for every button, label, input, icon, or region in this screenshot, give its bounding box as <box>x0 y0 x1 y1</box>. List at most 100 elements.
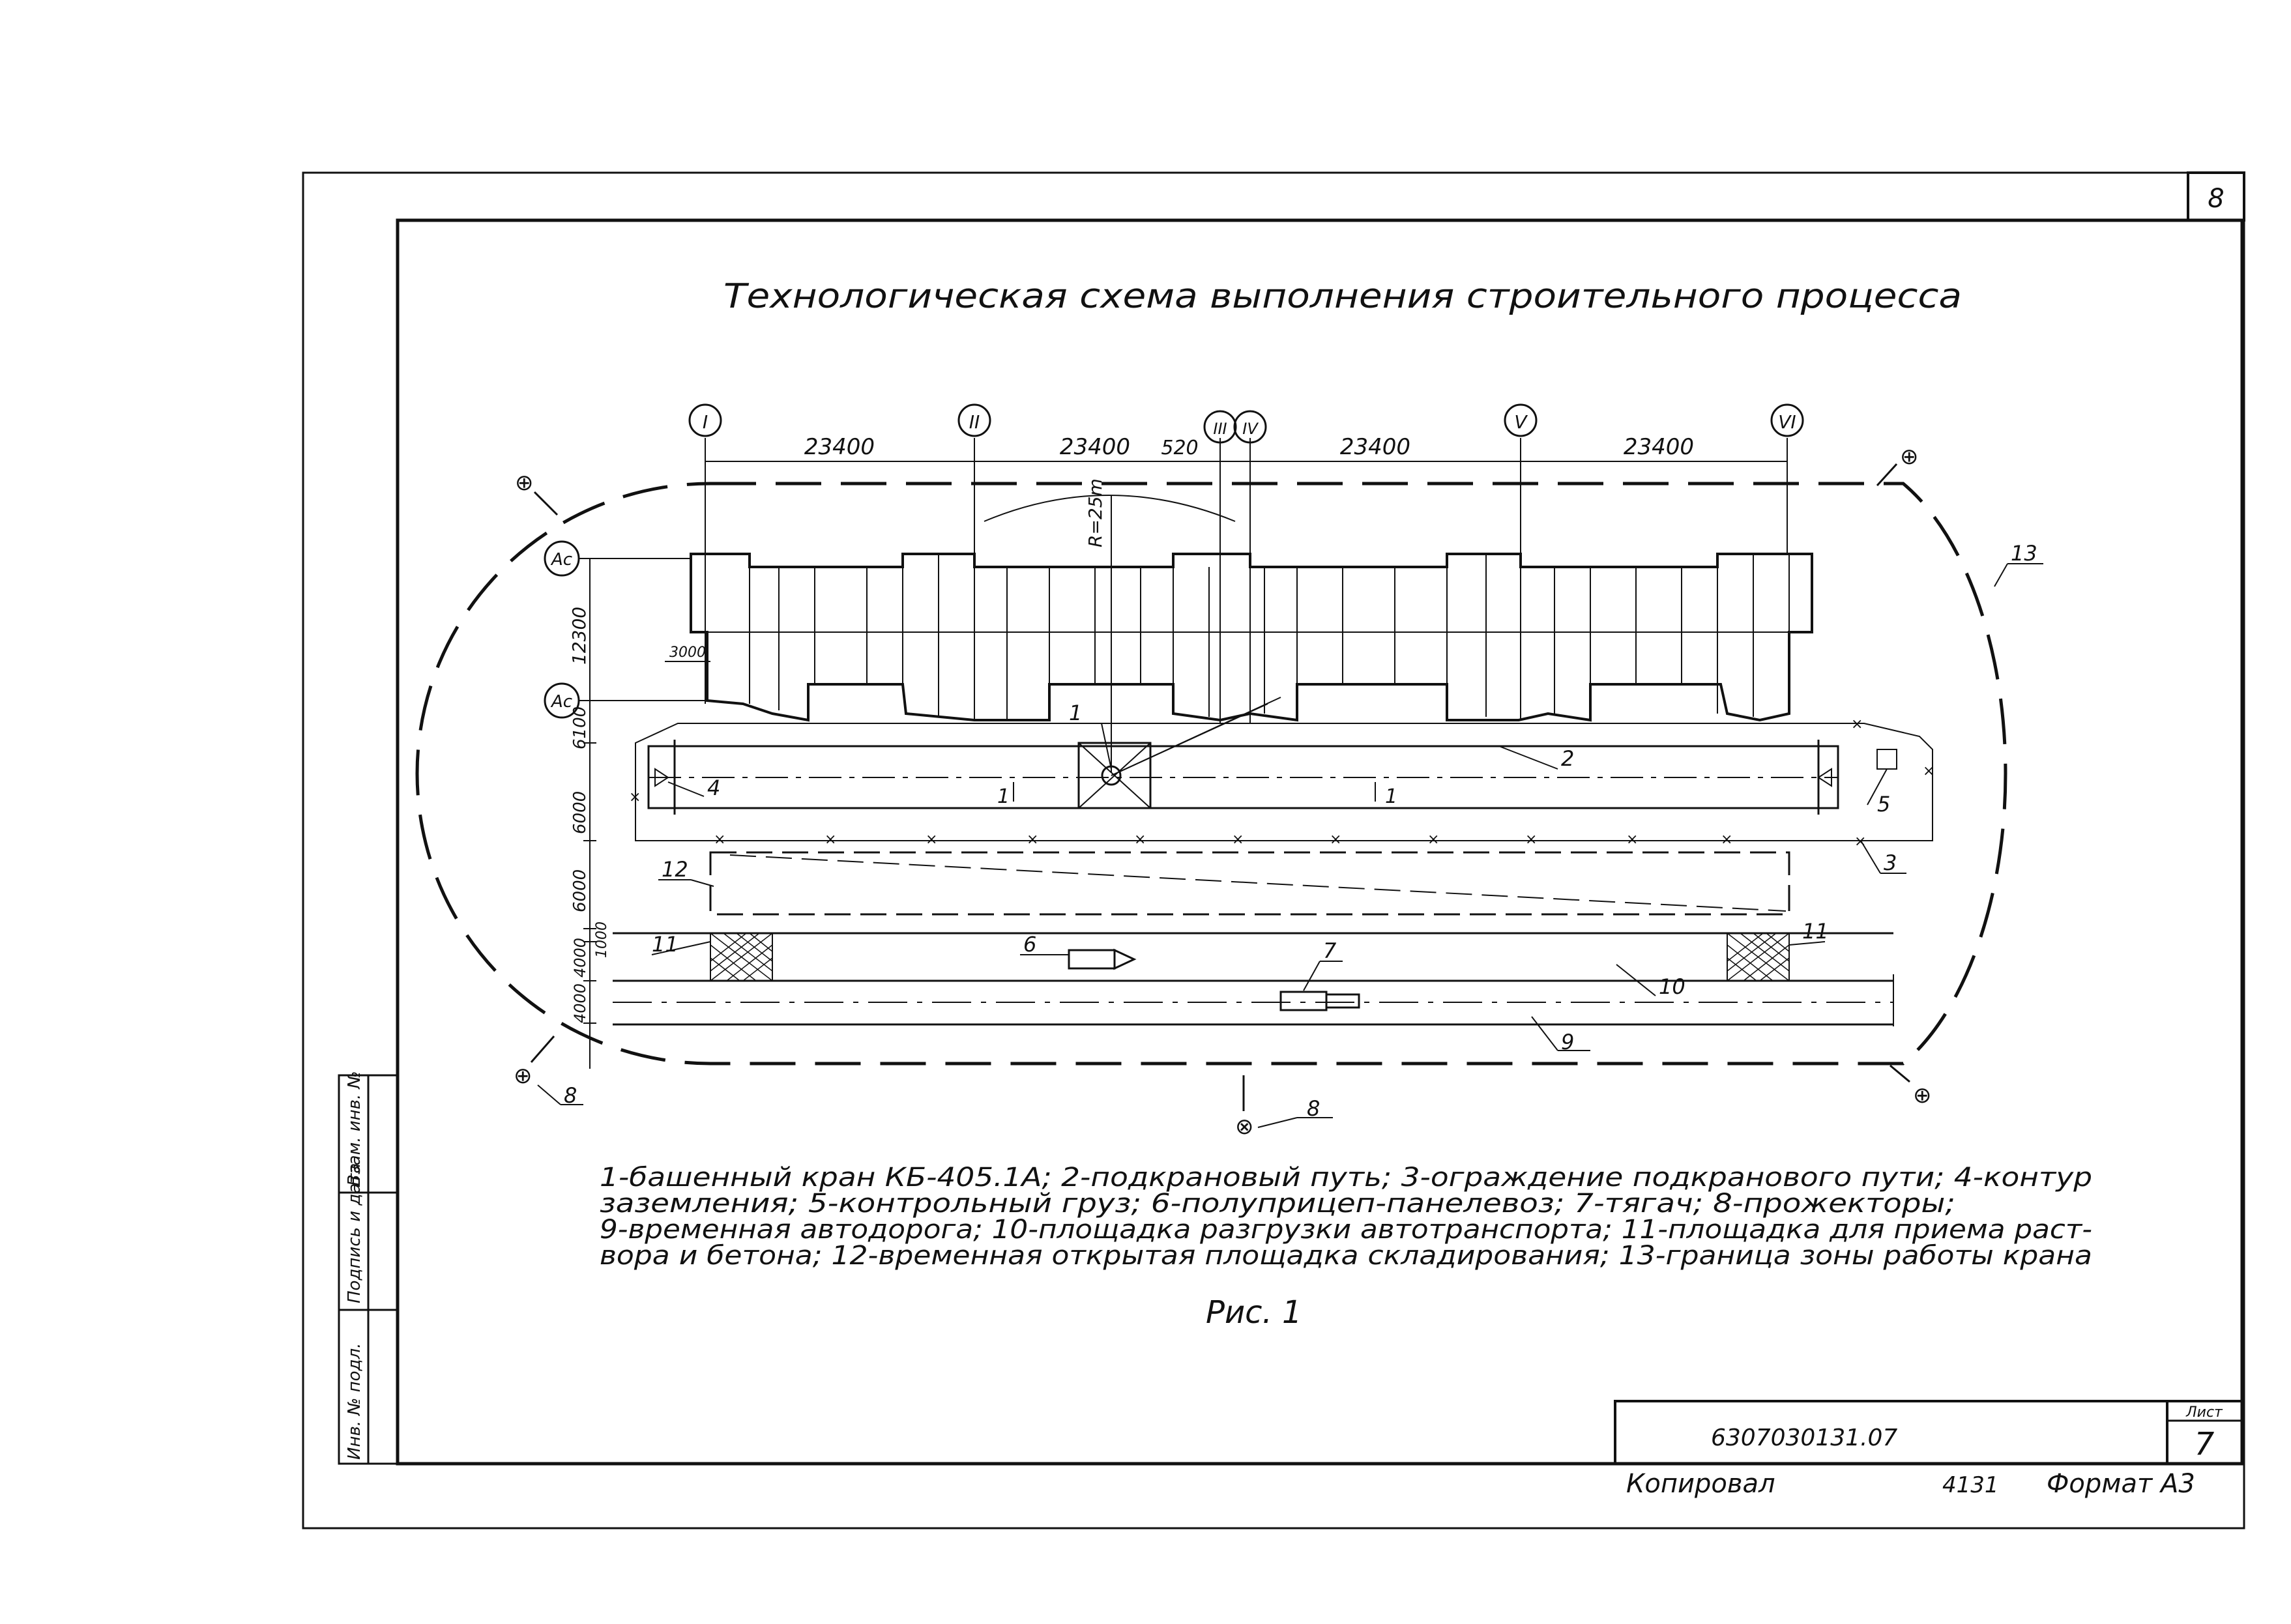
callout-13: 13 <box>2011 541 2037 566</box>
svg-text:×: × <box>1134 832 1146 848</box>
callout-12: 12 <box>662 857 688 882</box>
dim-axis-3-4: 520 <box>1161 437 1198 459</box>
radius-label: R=25m <box>1085 478 1106 547</box>
callout-3: 3 <box>1884 850 1897 875</box>
roads <box>613 932 1894 1026</box>
dim-axis-1-2: 23400 <box>804 434 875 460</box>
callout-9: 9 <box>1561 1030 1574 1054</box>
svg-text:×: × <box>1721 832 1732 848</box>
axis-label-1: I <box>703 411 708 433</box>
side-stamp-replace: Взам. инв. № <box>345 1071 364 1186</box>
sheet-number: 8 <box>2208 184 2224 214</box>
svg-text:⊕: ⊕ <box>1913 1082 1932 1109</box>
legend-line-1: 1-башенный кран КБ-405.1А; 2-подкрановый… <box>600 1163 2092 1193</box>
svg-text:×: × <box>1626 832 1638 848</box>
axis-lines <box>705 438 1788 723</box>
svg-text:×: × <box>824 832 836 848</box>
svg-text:⊗: ⊗ <box>1235 1114 1254 1140</box>
svg-text:×: × <box>629 789 641 805</box>
axis-markers: I II III IV V VI <box>688 403 1804 444</box>
axis-label-2: II <box>969 411 980 433</box>
dim-v-6000-b: 6000 <box>570 869 590 912</box>
callout-6: 6 <box>1023 932 1036 957</box>
figure-caption: Рис. 1 <box>1206 1294 1302 1331</box>
footer: Копировал 4131 Формат А3 <box>1626 1469 2195 1499</box>
svg-text:×: × <box>714 832 725 848</box>
svg-text:×: × <box>1923 763 1934 779</box>
footer-copied-by: Копировал <box>1626 1469 1775 1499</box>
dim-v-12300: 12300 <box>568 607 590 665</box>
dim-3000: 3000 <box>669 645 706 661</box>
callout-5: 5 <box>1877 792 1890 817</box>
axis-label-6: VI <box>1778 411 1796 433</box>
callout-2: 2 <box>1561 746 1574 771</box>
footer-format: Формат А3 <box>2047 1469 2195 1499</box>
callout-11a: 11 <box>652 932 679 957</box>
svg-text:×: × <box>1232 832 1244 848</box>
dim-v-4000-b: 4000 <box>571 983 589 1023</box>
footer-order-number: 4131 <box>1942 1472 1999 1498</box>
drawing-title: Технологическая схема выполнения строите… <box>723 277 1962 316</box>
top-dimension-line: 23400 23400 520 23400 23400 <box>705 434 1787 462</box>
dimension-3000: 3000 <box>665 645 710 662</box>
vertical-dimension-chain: 12300 6100 6000 6000 1000 4000 4000 <box>568 558 610 1069</box>
callout-8b: 8 <box>1307 1096 1320 1121</box>
legend-line-4: вора и бетона; 12-временная открытая пло… <box>600 1241 2092 1271</box>
legend-line-2: заземления; 5-контрольный груз; 6-полупр… <box>600 1189 1955 1219</box>
row-axis-bottom: Ас <box>550 692 572 712</box>
dim-v-1000: 1000 <box>594 921 610 958</box>
callouts: 1 2 3 4 5 6 7 8 8 9 10 11 11 12 13 <box>537 541 2043 1128</box>
section-mark-left: 1 <box>997 785 1010 808</box>
callout-8a: 8 <box>564 1083 577 1108</box>
sheet-value: 7 <box>2195 1426 2215 1462</box>
control-load <box>1876 749 1897 770</box>
row-axes: Ас Ас <box>544 540 707 719</box>
row-axis-top: Ас <box>550 550 572 570</box>
dim-axis-4-5: 23400 <box>1340 434 1410 460</box>
storage-area <box>709 851 1790 916</box>
crane-radius-arc <box>984 495 1236 522</box>
dim-v-4000-a: 4000 <box>571 938 589 978</box>
svg-text:⊕: ⊕ <box>514 1063 533 1089</box>
dim-axis-5-6: 23400 <box>1624 434 1694 460</box>
fence-marks: ×× ×× ×× ×× ×× ×× ×× × <box>629 716 1934 850</box>
crane-track <box>647 740 1839 815</box>
floodlights: ⊕ ⊕ ⊕ ⊕ ⊗ <box>514 444 1932 1140</box>
axis-label-3: III <box>1213 420 1227 438</box>
crane-track-fence <box>635 723 1933 841</box>
legend: 1-башенный кран КБ-405.1А; 2-подкрановый… <box>600 1163 2092 1271</box>
svg-text:×: × <box>926 832 937 848</box>
legend-line-3: 9-временная автодорога; 10-площадка разг… <box>600 1215 2092 1245</box>
callout-7: 7 <box>1323 938 1337 963</box>
concrete-platforms <box>710 933 1790 981</box>
dim-v-6000-a: 6000 <box>570 791 590 834</box>
outer-border <box>302 171 2245 1530</box>
side-stamp-sign: Подпись и дата <box>345 1163 364 1303</box>
axis-label-4: IV <box>1242 420 1259 438</box>
svg-text:×: × <box>1027 832 1038 848</box>
side-stamp-inv: Инв. № подл. <box>345 1343 364 1460</box>
axis-label-5: V <box>1514 411 1528 433</box>
callout-11b: 11 <box>1802 919 1829 944</box>
semi-trailer <box>1068 948 1137 970</box>
callout-10: 10 <box>1659 974 1685 999</box>
document-code: 6307030131.07 <box>1711 1425 1897 1451</box>
svg-text:×: × <box>1525 832 1537 848</box>
dim-v-6100: 6100 <box>570 706 590 749</box>
sheet-number-box <box>2187 171 2245 222</box>
section-marks: 1 1 <box>997 782 1397 808</box>
title-block: 6307030131.07 Лист 7 <box>1614 1400 2243 1465</box>
svg-text:×: × <box>1427 832 1439 848</box>
svg-text:⊕: ⊕ <box>1900 444 1919 470</box>
tower-crane <box>1077 697 1281 809</box>
callout-1: 1 <box>1069 701 1082 725</box>
svg-text:⊕: ⊕ <box>515 470 534 496</box>
tractor <box>1279 991 1360 1011</box>
building-plan <box>690 553 1813 722</box>
inner-frame <box>396 218 2244 1466</box>
sheet-label: Лист <box>2185 1404 2223 1421</box>
svg-text:×: × <box>1330 832 1341 848</box>
side-stamp: Инв. № подл. Подпись и дата Взам. инв. № <box>338 1071 399 1465</box>
crane-zone-boundary <box>415 482 2007 1066</box>
